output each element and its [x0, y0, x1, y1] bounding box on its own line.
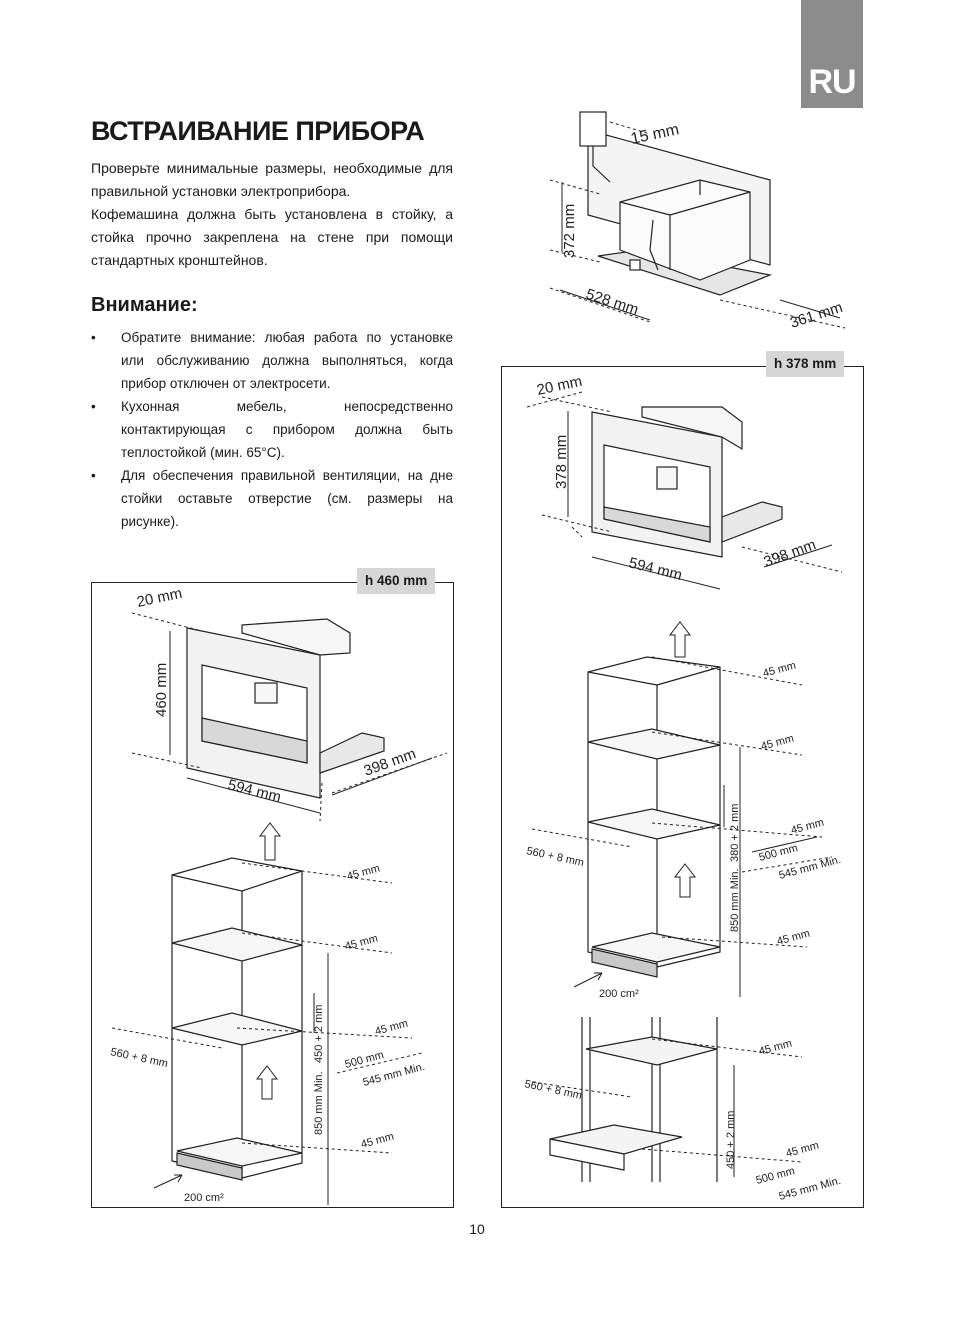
attention-item: • Обратите внимание: любая работа по уста…	[91, 326, 453, 395]
h460-gap-label: 20 mm	[135, 585, 183, 611]
h460-floor-height: 850 mm Min.	[313, 1071, 325, 1135]
page-number: 10	[469, 1221, 485, 1237]
h378-floor-height: 850 mm Min.	[729, 868, 741, 932]
h378-drawer-inner-depth: 500 mm	[755, 1165, 797, 1187]
h378-drawer-gap-bottom: 45 mm	[785, 1140, 821, 1160]
arrow-up-icon	[673, 863, 697, 898]
h378-shelf-gap-bottom: 45 mm	[776, 928, 812, 948]
top-width-label: 528 mm	[584, 286, 641, 319]
h378-drawer-cabinet-depth: 545 mm Min.	[778, 1175, 843, 1203]
intro-paragraph-1: Проверьте минимальные размеры, необходим…	[91, 160, 453, 199]
bullet-icon: •	[91, 468, 96, 483]
h378-cabinet-depth: 545 mm Min.	[778, 854, 843, 882]
intro-text: Проверьте минимальные размеры, необходим…	[91, 157, 453, 272]
panel-h460	[91, 582, 454, 1208]
bullet-icon: •	[91, 399, 96, 414]
h378-inner-width: 560 + 8 mm	[525, 845, 585, 869]
bullet-icon: •	[91, 330, 96, 345]
h378-vent-area: 200 cm²	[599, 988, 639, 1000]
socket-installation-diagram: 15 mm 372 mm 528 mm 361 mm	[549, 111, 846, 332]
attention-item: • Для обеспечения правильной вентиляции, …	[91, 464, 453, 533]
panel-h378	[501, 366, 864, 1208]
h460-installation-diagram: 20 mm 460 mm 594 mm 398 mm 45 mm 45 mm 4…	[109, 585, 448, 1205]
attention-list: • Обратите внимание: любая работа по уста…	[91, 326, 453, 533]
h378-drawer-gap-top: 45 mm	[758, 1038, 794, 1058]
panel-h460-tag: h 460 mm	[357, 568, 436, 594]
h378-drawer-niche-height: 450 + 2 mm	[725, 1111, 737, 1169]
h460-cabinet-depth: 545 mm Min.	[362, 1061, 427, 1089]
h378-depth-label: 398 mm	[762, 536, 819, 571]
h378-shelf-gap-mid: 45 mm	[760, 733, 796, 753]
attention-item-text: Обратите внимание: любая работа по устан…	[121, 330, 453, 391]
attention-item: • Кухонная мебель, непосредственно контак…	[91, 395, 453, 464]
top-height-label: 372 mm	[561, 204, 578, 258]
h378-shelf-gap-low: 45 mm	[790, 817, 826, 837]
h460-shelf-gap-top: 45 mm	[346, 863, 382, 883]
h378-inner-depth: 500 mm	[758, 842, 800, 864]
top-gap-label: 15 mm	[629, 121, 680, 148]
language-tab: RU	[801, 0, 863, 108]
arrow-up-icon	[255, 1065, 279, 1100]
h460-height-label: 460 mm	[153, 663, 170, 717]
h378-shelf-gap-top: 45 mm	[762, 660, 798, 680]
arrow-up-icon	[258, 822, 282, 861]
panel-h378-tag: h 378 mm	[766, 351, 845, 377]
h460-shelf-gap-low: 45 mm	[374, 1018, 410, 1038]
airflow-arrow-icon	[573, 972, 603, 988]
arrow-up-icon	[668, 621, 692, 658]
h378-drawer-inner-width: 560 + 8 mm	[523, 1078, 583, 1102]
h460-inner-depth: 500 mm	[344, 1049, 386, 1071]
h460-shelf-gap-mid: 45 mm	[344, 933, 380, 953]
page-title: ВСТРАИВАНИЕ ПРИБОРА	[91, 116, 425, 146]
h460-vent-area: 200 cm²	[184, 1192, 224, 1204]
h460-inner-width: 560 + 8 mm	[109, 1046, 169, 1070]
h378-width-label: 594 mm	[627, 554, 684, 584]
attention-item-text: Для обеспечения правильной вентиляции, н…	[121, 468, 453, 529]
airflow-arrow-icon	[153, 1174, 183, 1189]
h378-gap-label: 20 mm	[535, 373, 583, 399]
h460-shelf-gap-bottom: 45 mm	[360, 1131, 396, 1151]
top-depth-label: 361 mm	[788, 299, 845, 332]
h460-niche-height: 450 + 2 mm	[313, 1005, 325, 1063]
h378-installation-diagram: 20 mm 378 mm 594 mm 398 mm 45 mm 45 mm 4…	[523, 373, 843, 1203]
language-tab-label: RU	[808, 63, 856, 101]
attention-heading: Внимание:	[91, 294, 198, 316]
h378-niche-height: 380 + 2 mm	[729, 804, 741, 862]
h378-height-label: 378 mm	[553, 435, 570, 489]
attention-item-text: Кухонная мебель, непосредственно контакт…	[121, 399, 453, 460]
intro-paragraph-2: Кофемашина должна быть установлена в сто…	[91, 206, 453, 268]
